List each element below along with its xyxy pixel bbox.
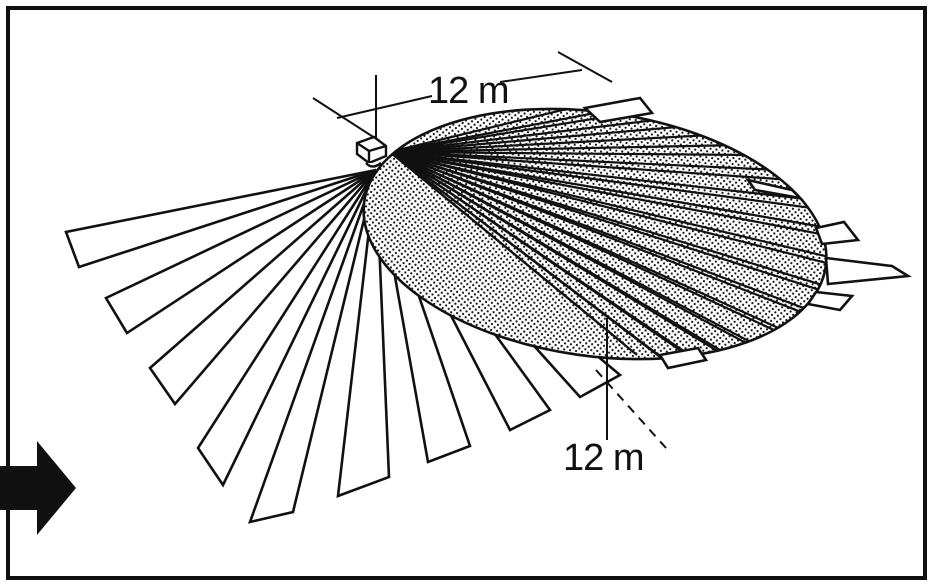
zone-ray-edge-13 [389,151,753,373]
left-beam-2 [104,168,377,335]
zone-ray-4 [389,143,741,154]
right-beam-tips [582,96,912,370]
right-beam-tip-4 [824,256,912,286]
left-beam-4 [196,169,378,488]
zone-ray-5 [389,150,781,172]
left-beam-3 [148,169,377,407]
detection-zone [362,94,843,373]
right-beam-tip-3 [814,220,861,246]
zone-ray-edge-15 [389,151,673,367]
zone-ray-6 [389,150,816,202]
right-beam-tip-5 [805,290,855,312]
width-dimension-label: 12 m [428,70,508,112]
zone-ray-edge-7 [389,150,843,242]
depth-dimension-lines [595,318,667,449]
zone-ray-edge-4 [389,150,753,157]
right-beam-tip-6 [657,346,709,370]
zone-ray-3 [389,123,701,154]
zone-ray-edge-11 [389,151,818,351]
right-beam-tip-2 [745,177,804,201]
zone-ray-edge-10 [389,150,843,330]
left-beam-1 [64,168,377,269]
zone-ray-edge-3 [389,133,713,154]
zone-ray-edge-12 [389,151,788,366]
zone-ray-edge-9 [389,150,843,304]
left-beam-5 [247,169,378,524]
zone-ray-edge-2 [389,116,673,154]
zone-ray-edge-8 [389,150,843,274]
zone-ray-edge-6 [389,150,828,212]
zone-ray-edge-14 [389,151,713,373]
width-dimension-lines [312,51,613,141]
zone-ray-edge-16 [389,151,638,356]
zone-ray-7 [389,150,841,232]
zone-ray-8 [389,150,843,264]
zone-ray-edge-5 [389,150,793,182]
arrow-right-icon [0,441,76,535]
right-beam-tip-1 [582,96,655,124]
depth-dimension-label: 12 m [563,437,643,479]
motion-sensor-icon [355,135,388,168]
